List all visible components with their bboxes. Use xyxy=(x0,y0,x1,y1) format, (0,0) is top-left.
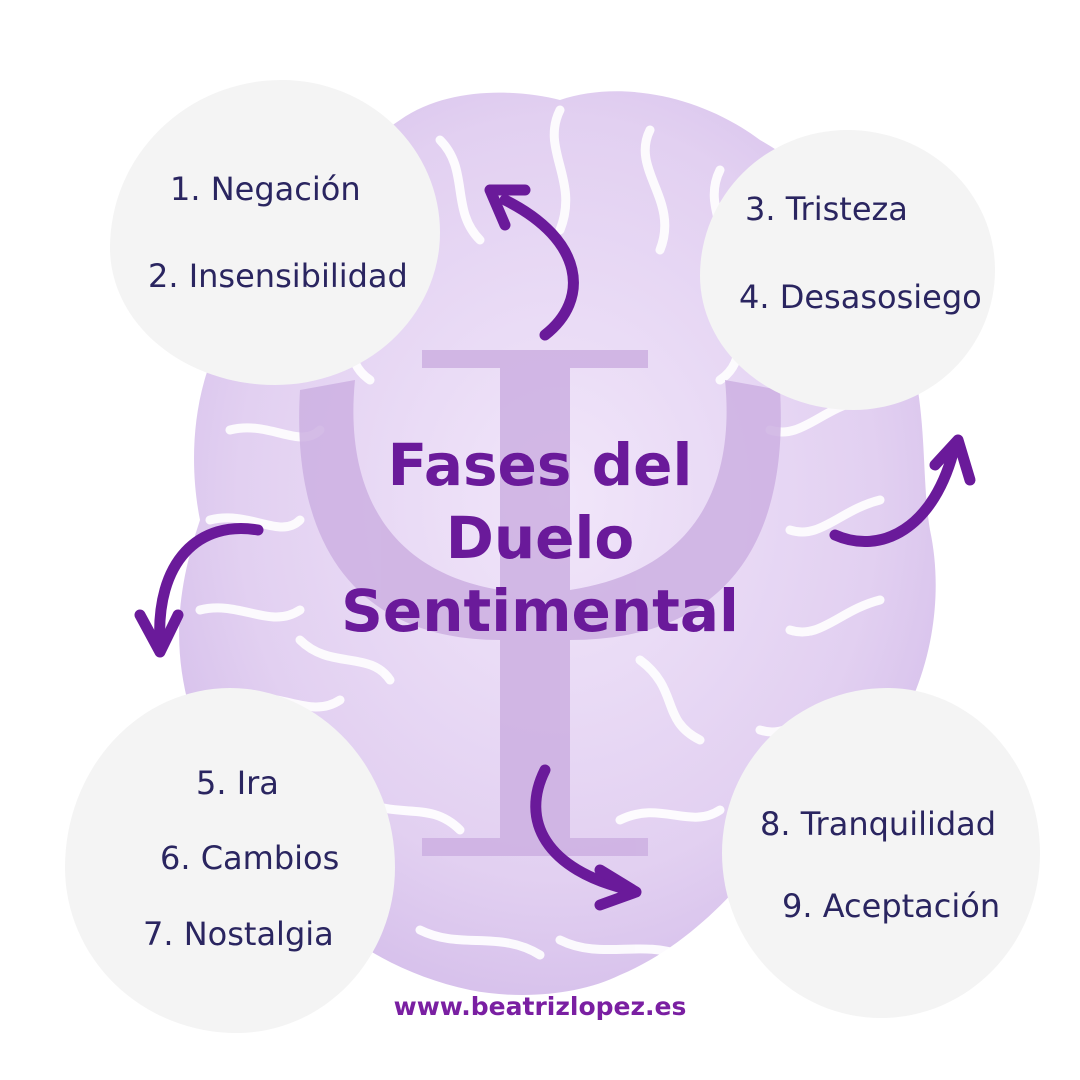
website-url[interactable]: www.beatrizlopez.es xyxy=(393,992,687,1021)
phase-8-label: 8. Tranquilidad xyxy=(760,805,997,843)
phase-3-label: 3. Tristeza xyxy=(745,190,908,228)
phase-4-label: 4. Desasosiego xyxy=(739,278,982,316)
title-line-1: Fases del xyxy=(387,431,693,499)
title-line-2: Duelo xyxy=(445,504,635,572)
title-line-3: Sentimental xyxy=(341,577,739,645)
phase-7-label: 7. Nostalgia xyxy=(143,915,334,953)
phase-bubble-bottom-right xyxy=(722,688,1040,1018)
phase-2-label: 2. Insensibilidad xyxy=(148,257,408,295)
phase-5-label: 5. Ira xyxy=(196,764,279,802)
phase-6-label: 6. Cambios xyxy=(160,839,340,877)
phase-1-label: 1. Negación xyxy=(170,170,361,208)
phase-bubble-top-right xyxy=(700,130,995,410)
phase-bubble-bottom-left xyxy=(65,688,395,1033)
phase-bubble-top-left xyxy=(110,80,440,385)
phase-9-label: 9. Aceptación xyxy=(782,887,1001,925)
